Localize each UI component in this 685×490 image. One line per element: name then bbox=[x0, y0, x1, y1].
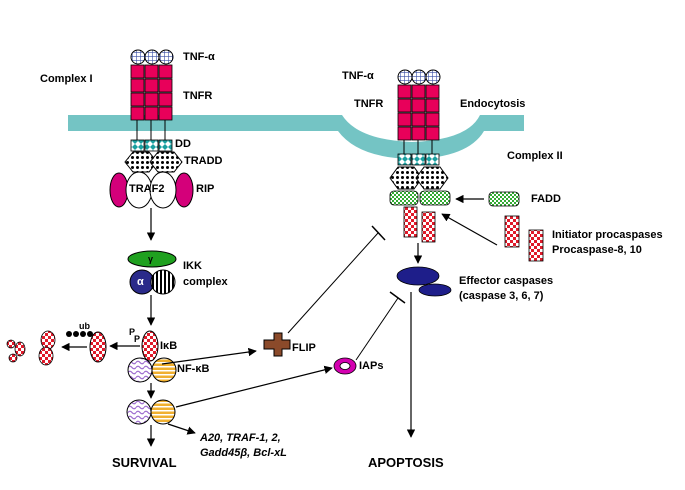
cell-membrane bbox=[68, 115, 524, 159]
traf2-label: TRAF2 bbox=[129, 183, 165, 195]
tnfr-right bbox=[397, 84, 440, 141]
dd-label: DD bbox=[175, 138, 191, 150]
apoptosis-label: APOPTOSIS bbox=[368, 455, 444, 470]
initiator-label-line2: Procaspase-8, 10 bbox=[552, 244, 642, 256]
tnfr-label-left: TNFR bbox=[183, 90, 213, 102]
fadd-label: FADD bbox=[531, 193, 561, 205]
arrow-procaspase-recruit bbox=[441, 213, 498, 246]
tradd-left bbox=[124, 151, 183, 173]
ikk-label-line1: IKK bbox=[183, 260, 202, 272]
death-domain-right bbox=[397, 153, 440, 166]
ikk-complex bbox=[127, 250, 177, 295]
ub-label: ub bbox=[79, 321, 90, 331]
tradd-label: TRADD bbox=[184, 155, 223, 167]
flip-icon bbox=[263, 332, 291, 357]
tnf-ligand-left bbox=[130, 49, 174, 65]
endocytosis-label: Endocytosis bbox=[460, 98, 526, 110]
complex-ii-label: Complex II bbox=[507, 150, 563, 162]
flip-inhibits-initiator bbox=[287, 232, 379, 334]
iaps-icon bbox=[333, 357, 357, 375]
survival-label: SURVIVAL bbox=[112, 455, 177, 470]
tnfr-label-right: TNFR bbox=[354, 98, 384, 110]
tnf-ligand-right bbox=[397, 69, 441, 85]
tnf-alpha-label-left: TNF-α bbox=[183, 51, 215, 63]
fadd-free bbox=[488, 191, 520, 207]
phospho-label-bottom: P bbox=[134, 334, 141, 344]
iaps-inhibit-bar bbox=[389, 291, 406, 304]
transmembrane-left bbox=[136, 120, 166, 140]
tnfr-left bbox=[130, 64, 173, 121]
procaspase-bound bbox=[403, 206, 436, 243]
iaps-inhibit-effector bbox=[355, 297, 399, 361]
tnf-alpha-label-right: TNF-α bbox=[342, 70, 374, 82]
initiator-procaspases-free bbox=[504, 215, 544, 262]
transmembrane-right bbox=[403, 140, 433, 154]
gamma-label: γ bbox=[148, 254, 154, 264]
ikb-nfkb-complex bbox=[127, 330, 177, 383]
initiator-label-line1: Initiator procaspases bbox=[552, 229, 663, 241]
effector-caspases bbox=[396, 266, 452, 297]
target-genes-line1: A20, TRAF-1, 2, bbox=[200, 432, 281, 444]
arrow-to-iaps bbox=[175, 365, 333, 408]
rip-label: RIP bbox=[196, 183, 215, 195]
fadd-bound bbox=[389, 190, 451, 206]
arrow-to-flip bbox=[161, 347, 257, 365]
tradd-right bbox=[389, 166, 449, 190]
ikk-label-line2: complex bbox=[183, 276, 228, 288]
alpha-label: α bbox=[137, 276, 144, 288]
ikb-degradation bbox=[6, 330, 56, 366]
effector-label-line2: (caspase 3, 6, 7) bbox=[459, 290, 544, 302]
flip-label: FLIP bbox=[292, 342, 316, 354]
target-genes-line2: Gadd45β, Bcl-xL bbox=[200, 447, 287, 459]
traf2-rip-complex bbox=[109, 171, 194, 209]
nfkb-label: NF-κB bbox=[177, 363, 210, 375]
complex-i-label: Complex I bbox=[40, 73, 93, 85]
death-domain-left bbox=[130, 139, 173, 152]
phospho-label-top: P bbox=[129, 327, 136, 337]
iaps-label: IAPs bbox=[359, 360, 384, 372]
flip-inhibits-bar bbox=[371, 225, 386, 241]
arrow-to-genes bbox=[167, 423, 196, 435]
effector-label-line1: Effector caspases bbox=[459, 275, 554, 287]
ikb-label: IκB bbox=[160, 340, 178, 352]
ikb-ubiquitinated bbox=[89, 331, 107, 363]
nfkb-active bbox=[126, 399, 176, 425]
ubiquitin-chain bbox=[66, 331, 93, 337]
